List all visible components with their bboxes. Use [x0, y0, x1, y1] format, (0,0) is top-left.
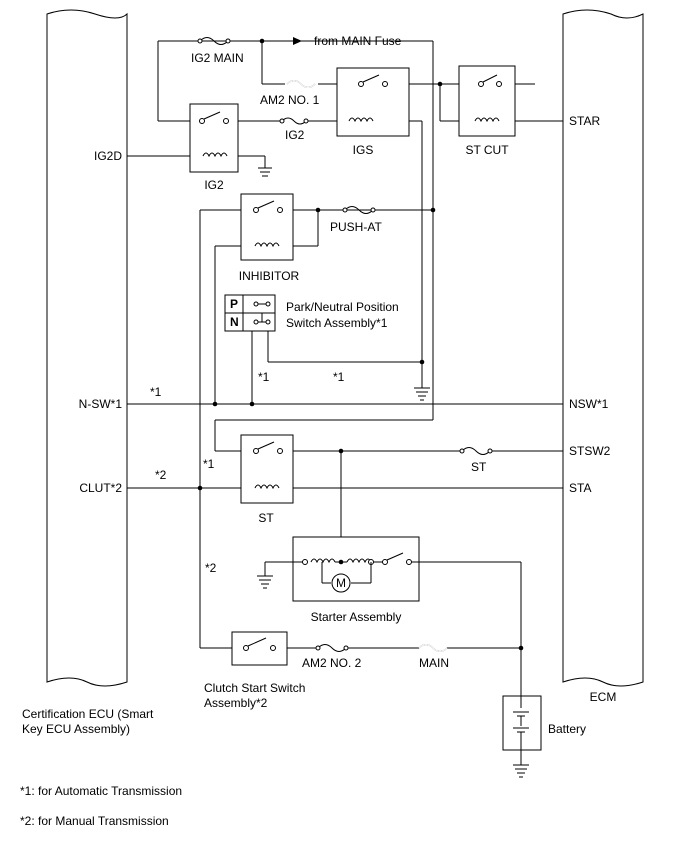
main-supply-wiring: [127, 37, 563, 420]
am2-no2-label: AM2 NO. 2: [302, 656, 362, 670]
park-neutral-switch: [224, 294, 422, 404]
pnp-label-line1: Park/Neutral Position: [286, 300, 399, 314]
starter-assembly: [265, 536, 522, 696]
st-fuse: [459, 447, 493, 455]
igs-relay: [336, 67, 410, 137]
note1-label-c: *1: [150, 385, 162, 399]
ig2-fuse: [279, 117, 309, 125]
st-cut-label: ST CUT: [465, 143, 509, 157]
push-at-label: PUSH-AT: [330, 220, 382, 234]
pin-stsw2: STSW2: [569, 444, 611, 458]
ig2-relay: [189, 103, 239, 173]
from-main-fuse-label: from MAIN Fuse: [314, 34, 402, 48]
pin-sta: STA: [569, 481, 591, 495]
ig2-main-fuse: [197, 37, 231, 45]
battery-label: Battery: [548, 722, 586, 736]
pnp-label-line2: Switch Assembly*1: [286, 316, 388, 330]
pin-clut: CLUT*2: [79, 481, 122, 495]
note1-label-d: *1: [203, 457, 215, 471]
battery: [502, 695, 542, 751]
note1-label-a: *1: [258, 370, 270, 384]
footnote-1: *1: for Automatic Transmission: [20, 784, 182, 798]
pin-n-sw: N-SW*1: [79, 397, 123, 411]
footnote-2: *2: for Manual Transmission: [20, 814, 169, 828]
ig2-relay-label: IG2: [204, 178, 224, 192]
certification-ecu-block: [46, 9, 128, 687]
pin-star: STAR: [569, 114, 600, 128]
note2-label-b: *2: [205, 561, 217, 575]
clutch-label-line1: Clutch Start Switch: [204, 681, 305, 695]
main-fuse-label: MAIN: [419, 656, 449, 670]
clutch-section-wiring: [199, 488, 524, 651]
st-cut-relay: [458, 65, 516, 137]
ground-symbol-starter: [257, 562, 273, 589]
inhibitor-label: INHIBITOR: [239, 269, 300, 283]
motor-icon: [331, 573, 351, 593]
pnp-n-label: N: [230, 315, 239, 329]
st-relay: [240, 434, 294, 504]
ground-symbol-pnp: [414, 362, 430, 401]
note2-label-a: *2: [155, 468, 167, 482]
am2-no1-label: AM2 NO. 1: [260, 93, 320, 107]
am2-no2-fuse: [315, 644, 349, 652]
clutch-start-switch: [231, 631, 288, 666]
inhibitor-relay: [240, 193, 294, 261]
starter-assembly-label: Starter Assembly: [311, 610, 402, 624]
st-section-wiring: [127, 419, 563, 562]
ig2-main-label: IG2 MAIN: [191, 51, 244, 65]
ground-symbol-battery: [513, 750, 529, 778]
motor-label: M: [336, 576, 346, 590]
certification-ecu-name-line1: Certification ECU (Smart: [22, 707, 154, 721]
pin-nsw: NSW*1: [569, 397, 609, 411]
certification-ecu-name-line2: Key ECU Assembly): [22, 722, 130, 736]
clutch-label-line2: Assembly*2: [204, 696, 268, 710]
st-fuse-label: ST: [471, 460, 487, 474]
ecm-block: [562, 9, 644, 687]
st-relay-label: ST: [258, 511, 274, 525]
push-at-fuse: [342, 206, 376, 214]
ecm-name: ECM: [590, 690, 617, 704]
pnp-p-label: P: [230, 297, 238, 311]
igs-label: IGS: [353, 143, 374, 157]
pin-ig2d: IG2D: [94, 149, 122, 163]
am2-no1-fuse: [286, 80, 316, 88]
main-fuse-symbol: [418, 644, 448, 652]
ig2-fuse-label: IG2: [285, 128, 305, 142]
note1-label-b: *1: [333, 370, 345, 384]
inhibitor-wiring: [199, 207, 436, 488]
nsw-line: [127, 401, 563, 407]
